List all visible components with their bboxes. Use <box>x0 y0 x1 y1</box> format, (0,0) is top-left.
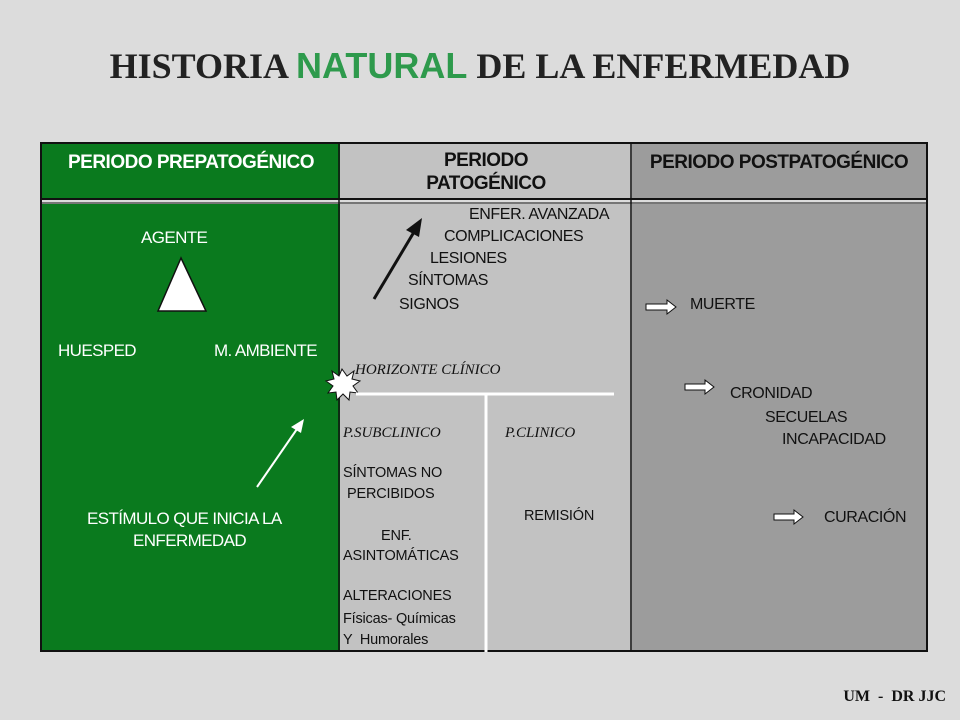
outcome-curacion: CURACIÓN <box>824 509 907 526</box>
subclinico-item-7: Y Humorales <box>343 632 429 648</box>
title-part-2: DE LA ENFERMEDAD <box>467 46 851 86</box>
postpatogenic-body <box>632 204 926 650</box>
footer-credit: UM - DR JJC <box>843 688 946 705</box>
patogenic-header-line-2: PATOGÉNICO <box>426 173 546 194</box>
patogenic-header: PERIODO PATOGÉNICO <box>340 144 632 200</box>
prepatogenic-header: PERIODO PREPATOGÉNICO <box>42 144 340 200</box>
arrow-up-right-icon <box>372 218 422 300</box>
outcome-secuelas: SECUELAS <box>765 409 848 426</box>
subclinico-item-5: ALTERACIONES <box>343 588 452 604</box>
clinico-label: P.CLINICO <box>505 425 576 441</box>
ascending-stage-1: ENFER. AVANZADA <box>469 206 610 223</box>
outcome-cronidad: CRONIDAD <box>730 385 813 402</box>
ascending-stage-4: SÍNTOMAS <box>408 272 489 289</box>
subclinico-item-1: SÍNTOMAS NO <box>343 465 443 481</box>
agent-label: AGENTE <box>141 228 208 247</box>
subclinico-item-3: ENF. <box>381 528 412 544</box>
title-accent: NATURAL <box>296 45 468 86</box>
host-label: HUESPED <box>58 341 137 360</box>
stimulus-line-2: ENFERMEDAD <box>133 531 247 550</box>
prepatogenic-header-label: PERIODO PREPATOGÉNICO <box>67 152 315 173</box>
postpatogenic-header-label: PERIODO POSTPATOGÉNICO <box>649 152 909 173</box>
arrow-up-right-icon <box>256 419 304 488</box>
subclinico-item-4: ASINTOMÁTICAS <box>343 548 459 564</box>
arrow-right-icon <box>684 378 715 396</box>
burst-icon <box>324 367 362 402</box>
arrow-right-icon <box>645 298 677 316</box>
page-title: HISTORIA NATURAL DE LA ENFERMEDAD <box>0 44 960 88</box>
outcome-muerte: MUERTE <box>690 296 755 313</box>
outcome-incapacidad: INCAPACIDAD <box>782 431 886 448</box>
stimulus-line-1: ESTÍMULO QUE INICIA LA <box>87 509 282 528</box>
horizonte-label: HORIZONTE CLÍNICO <box>355 362 501 378</box>
subclinico-label: P.SUBCLINICO <box>343 425 441 441</box>
ascending-stage-2: COMPLICACIONES <box>444 228 584 245</box>
subclinico-item-6: Físicas- Químicas <box>343 611 456 627</box>
environment-label: M. AMBIENTE <box>214 341 318 360</box>
arrow-right-icon <box>773 508 804 526</box>
disease-history-table: PERIODO PREPATOGÉNICO PERIODO PATOGÉNICO… <box>40 142 928 652</box>
ascending-stage-3: LESIONES <box>430 250 507 267</box>
patogenic-header-line-1: PERIODO <box>443 150 529 171</box>
subclinico-item-2: PERCIBIDOS <box>347 486 435 502</box>
clinico-item-remision: REMISIÓN <box>524 508 595 524</box>
ascending-stage-5: SIGNOS <box>399 296 459 313</box>
title-part-1: HISTORIA <box>109 46 297 86</box>
postpatogenic-header: PERIODO POSTPATOGÉNICO <box>632 144 926 200</box>
triangle-icon <box>156 256 208 312</box>
